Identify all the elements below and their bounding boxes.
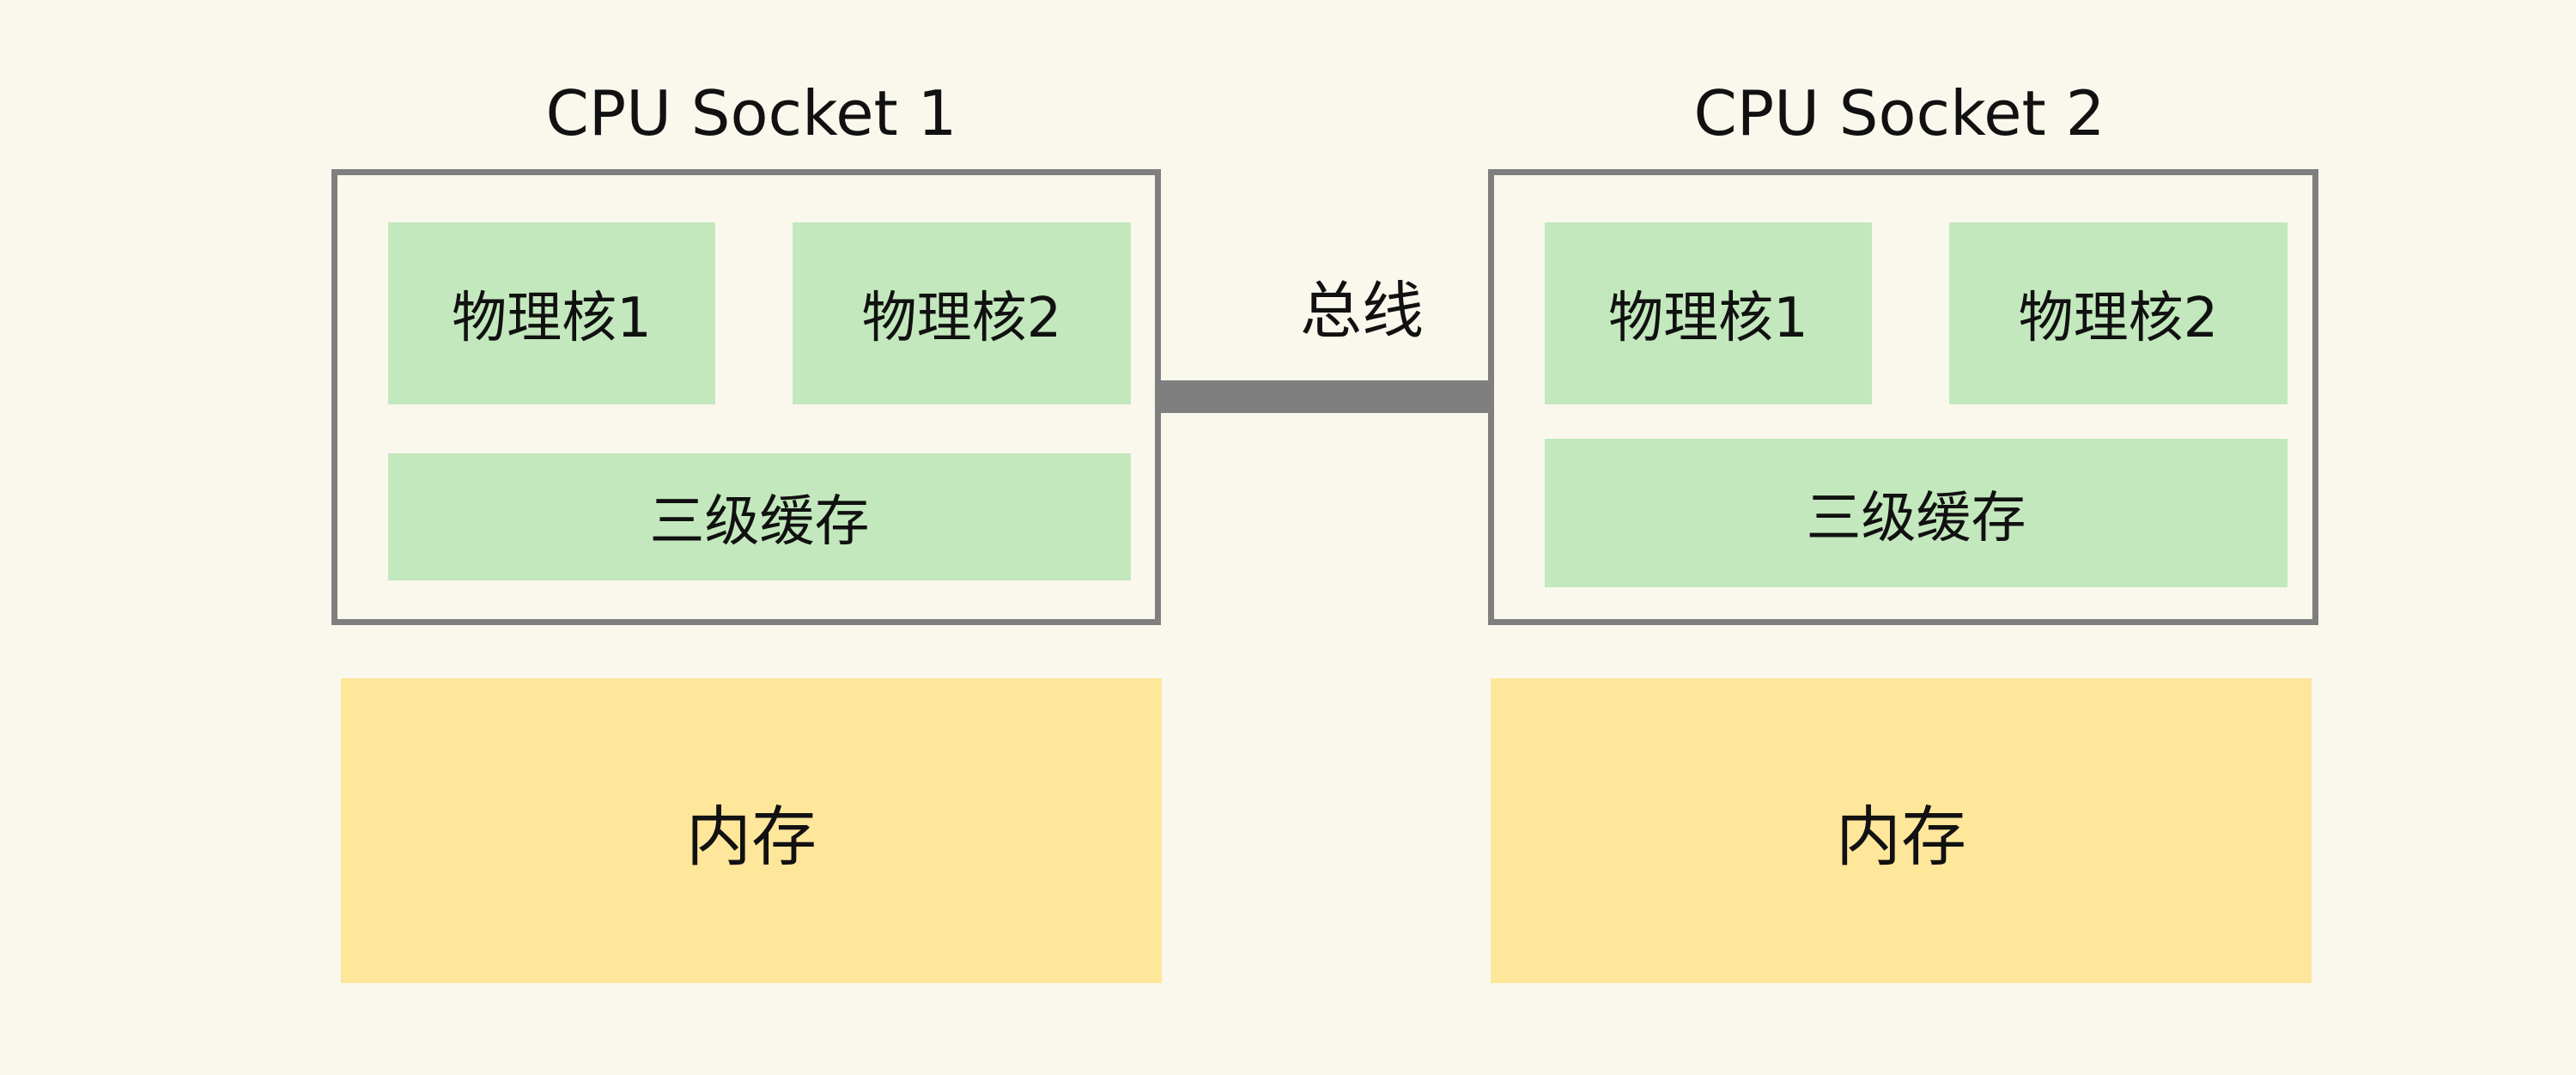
socket-2-title: CPU Socket 2: [1693, 77, 2105, 149]
socket-2-memory: 内存: [1491, 678, 2312, 983]
socket-2-core-2: 物理核2: [1949, 222, 2287, 404]
socket-1-core-1: 物理核1: [388, 222, 715, 404]
socket-1-core-2-label: 物理核2: [861, 287, 1062, 350]
socket-1-l3-cache-label: 三级缓存: [649, 490, 870, 554]
socket-1-memory: 内存: [341, 678, 1162, 983]
bus-label: 总线: [1299, 275, 1425, 347]
socket-2-l3-cache-label: 三级缓存: [1806, 486, 2026, 550]
socket-2-frame: [1488, 169, 2318, 625]
socket-2-core-1: 物理核1: [1545, 222, 1872, 404]
socket-1-core-1-label: 物理核1: [452, 287, 652, 350]
socket-2-core-2-label: 物理核2: [2018, 287, 2219, 350]
bus-connector: [1161, 380, 1490, 413]
socket-1-core-2: 物理核2: [793, 222, 1131, 404]
socket-1-frame: [331, 169, 1161, 625]
socket-1-memory-label: 内存: [686, 798, 817, 875]
socket-2-core-1-label: 物理核1: [1608, 287, 1808, 350]
socket-1-l3-cache: 三级缓存: [388, 453, 1131, 580]
socket-1-title: CPU Socket 1: [545, 77, 957, 149]
socket-2-memory-label: 内存: [1836, 798, 1966, 875]
socket-2-l3-cache: 三级缓存: [1545, 439, 2287, 587]
